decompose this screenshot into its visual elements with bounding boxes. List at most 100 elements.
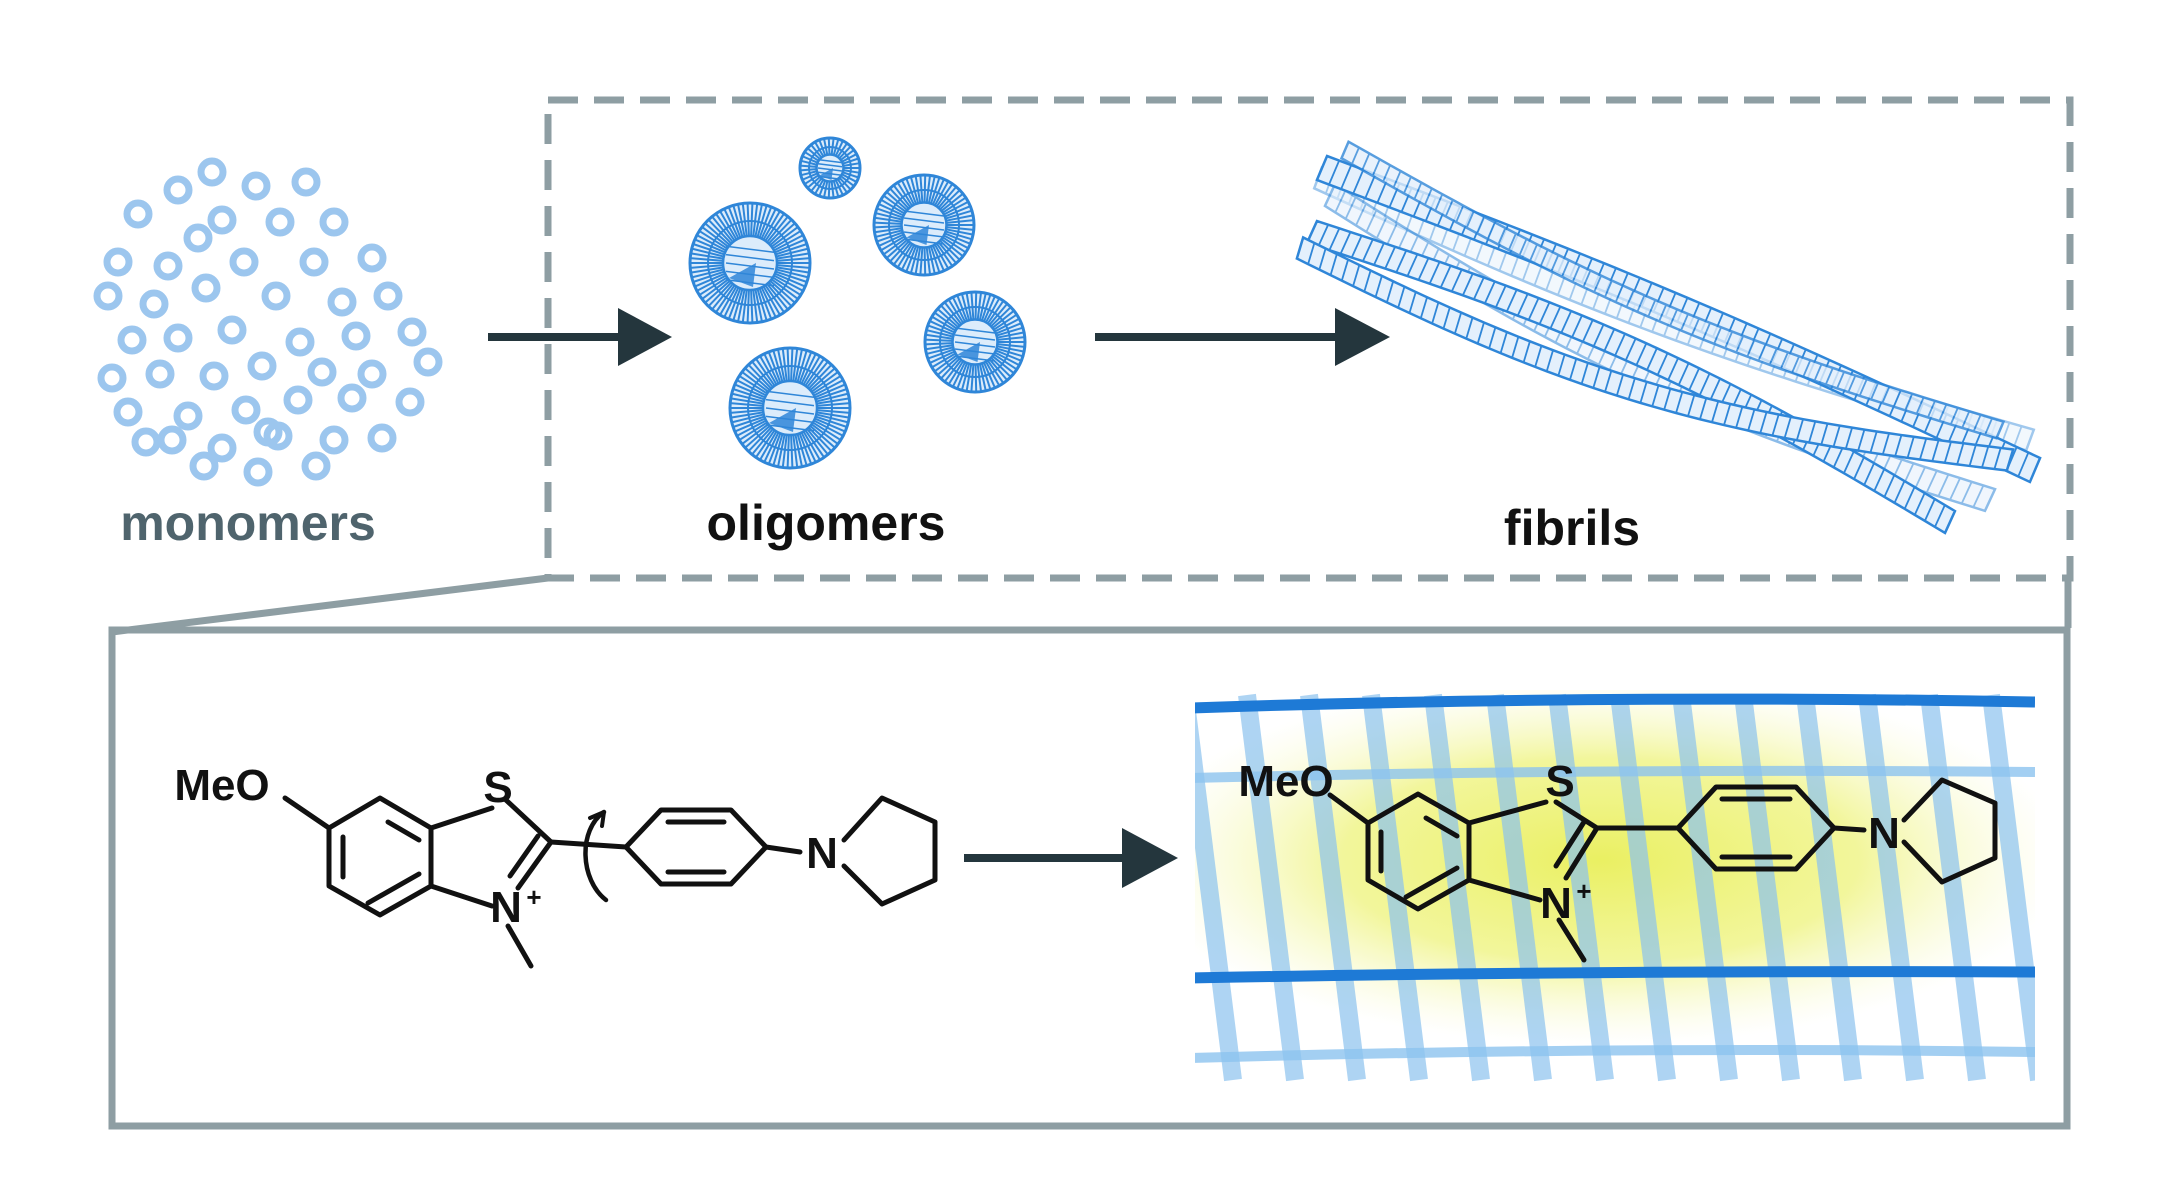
monomer [357,359,387,389]
monomer [191,273,221,303]
fibril-strand [1238,693,1304,1082]
free-methoxy-label: MeO [174,761,269,810]
oligomer [688,201,812,325]
fibril-ribbon [1295,235,2015,472]
monomers-label: monomers [120,495,376,551]
bound-nitrogen-label: N [1540,879,1572,928]
dashed-inset-frame [544,96,2074,582]
fibril-backbone [1195,1045,2035,1063]
fibril-strand [2115,695,2163,1080]
fibril-strand [1858,693,1924,1082]
thioflavin-bound-molecule [1327,777,1998,963]
monomer [265,207,295,237]
fibrils-bundle [1295,139,2042,535]
fibril-strand [1734,693,1800,1082]
oligomer [798,136,862,200]
bound-amine-label: N [1868,809,1900,858]
fibril-strand [1486,693,1552,1082]
monomer [123,199,153,229]
oligomer [728,346,852,470]
monomer [139,289,169,319]
oligomers-group [688,136,1027,470]
fibril-backbone [1195,765,2035,783]
monomer [207,205,237,235]
bound-charge-label: + [1576,876,1591,906]
bound-methoxy-label: MeO [1238,757,1333,806]
bound-sulfur-label: S [1545,757,1574,806]
fibril-strand [1610,693,1676,1082]
monomers-cluster [93,157,443,487]
monomer [229,247,259,277]
fibril-strand [1982,693,2035,1082]
monomer [153,251,183,281]
monomer [131,427,161,457]
monomer [231,395,261,425]
monomer [397,317,427,347]
fibril-strand [1548,693,1614,1082]
monomer [373,281,403,311]
oligomers-label: oligomers [707,495,946,551]
oligomer [923,290,1027,394]
fibril-strand [1195,702,1242,1082]
monomer [163,323,193,353]
monomer [413,347,443,377]
monomer [253,417,283,447]
free-charge-label: + [526,882,541,912]
monomer [301,451,331,481]
thioflavin-free-molecule [282,795,938,969]
monomer [189,451,219,481]
fibril-strand [1920,693,1986,1082]
oligomer [872,173,976,277]
monomer [341,321,371,351]
monomer [197,157,227,187]
monomer [285,327,315,357]
monomer [357,243,387,273]
fibril-ribbon [1339,139,2006,440]
monomer [367,423,397,453]
monomer [217,315,247,345]
thioflavin-bound-labels: MeO S N + N [1238,757,1900,928]
monomer [327,287,357,317]
monomer [319,425,349,455]
monomer [173,401,203,431]
fibril-backbone [1195,966,2035,984]
arrow-free-to-bound [964,828,1178,888]
monomer [93,281,123,311]
monomer [103,247,133,277]
monomer [307,357,337,387]
fibril-backbone [1195,693,2035,714]
monomer [395,387,425,417]
zoom-connector [111,574,2072,636]
monomer [97,363,127,393]
monomer [261,281,291,311]
monomer [145,359,175,389]
monomer [337,383,367,413]
monomer [291,167,321,197]
fibril-strand [1362,693,1428,1082]
monomer [157,425,187,455]
monomer [199,361,229,391]
fibril-strand [2053,695,2101,1080]
fibril-detail [1195,690,2163,1082]
fibril-strand [1796,693,1862,1082]
monomer [113,397,143,427]
monomer [183,223,213,253]
fibril-strand [1300,693,1366,1082]
arrow-monomers-to-oligomers [488,308,672,366]
monomer [207,433,237,463]
monomer [247,351,277,381]
arrow-oligomers-to-fibrils [1095,308,1390,366]
monomer [241,171,271,201]
free-nitrogen-label: N [490,883,522,932]
free-sulfur-label: S [483,763,512,812]
monomer [319,207,349,237]
fibril-strand [1672,693,1738,1082]
monomer [243,457,273,487]
fibrils-label: fibrils [1504,500,1640,556]
free-amine-label: N [806,829,838,878]
monomer [117,325,147,355]
monomer [163,175,193,205]
monomer [299,247,329,277]
detail-panel-frame [108,626,2071,1130]
